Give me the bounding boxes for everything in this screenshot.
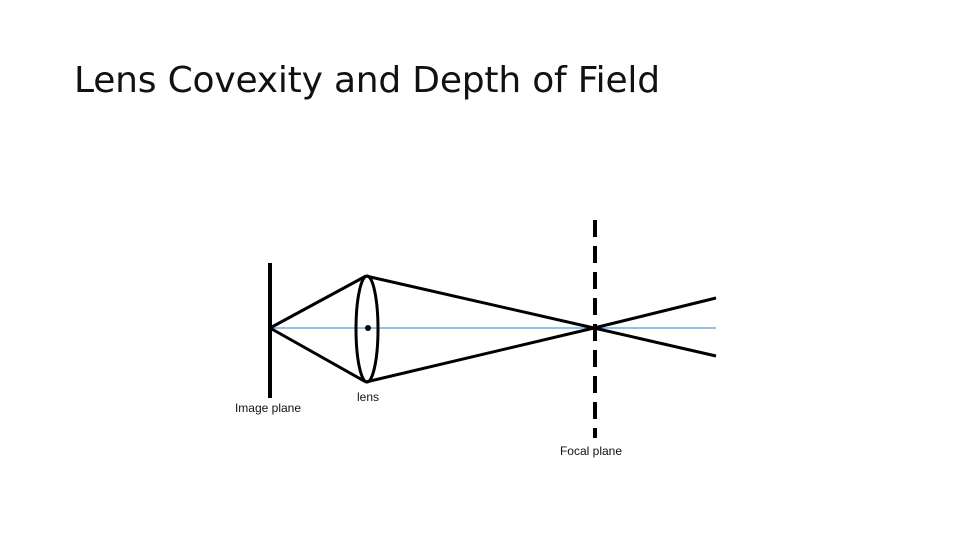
ray-beyond-focus-up	[593, 296, 717, 330]
ray-image-to-lens-bottom	[269, 326, 367, 384]
image-plane-label: Image plane	[235, 401, 301, 415]
ray-lens-to-focus-top	[365, 274, 595, 330]
ray-image-to-lens-top	[269, 274, 367, 330]
lens-label: lens	[357, 390, 379, 404]
ray-beyond-focus-down	[593, 326, 717, 358]
lens-center-dot	[365, 325, 371, 331]
slide-title: Lens Covexity and Depth of Field	[74, 60, 660, 101]
ray-lens-to-focus-bottom	[365, 326, 595, 384]
focal-plane-label: Focal plane	[560, 444, 622, 458]
